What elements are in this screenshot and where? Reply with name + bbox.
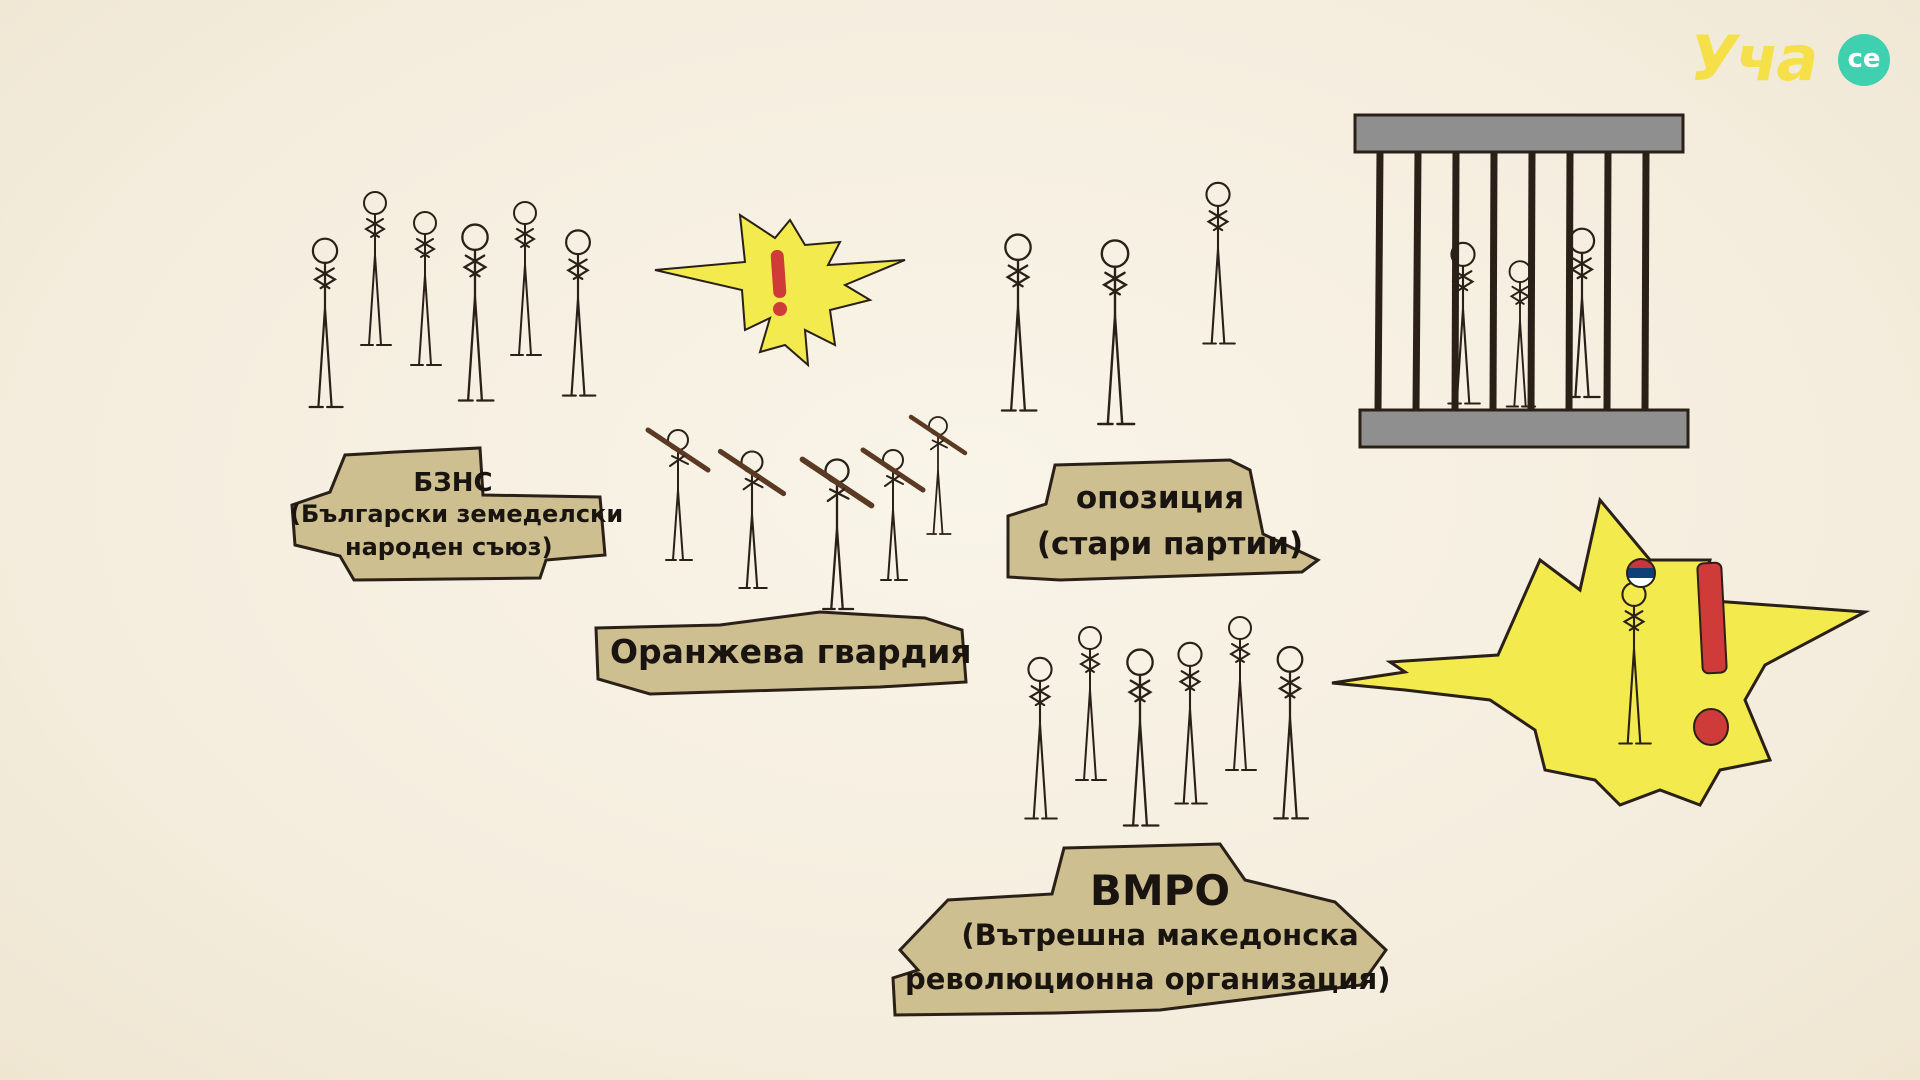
logo-badge: се (1838, 34, 1890, 86)
bzns-figures (308, 191, 597, 409)
opposition-figures (1000, 181, 1236, 426)
vmro-figures (1024, 616, 1310, 827)
vmro-fullname-line2: революционна организация) (905, 962, 1391, 996)
opposition-subtitle: (стари партии) (1036, 526, 1304, 562)
conflict-burst-icon (654, 213, 906, 368)
orange-guard-label: Оранжева гвардия (610, 632, 972, 671)
vmro-fullname-line1: (Вътрешна македонска (961, 918, 1359, 952)
opposition-label: опозиция (1075, 480, 1245, 516)
serbian-flag-badge-icon (1626, 558, 1656, 588)
logo-wordmark: Уча (1690, 22, 1818, 95)
orange-guard-soldiers (648, 417, 965, 609)
vmro-threat-burst-icon (1331, 496, 1871, 807)
ucha-se-logo[interactable]: Уча се (1690, 22, 1900, 106)
vmro-abbr-label: ВМРО (1089, 866, 1231, 915)
bzns-abbr-label: БЗНС (413, 468, 493, 498)
bzns-fullname-line2: народен съюз) (345, 533, 553, 561)
jail-cage-icon (1353, 113, 1690, 449)
plaque-backgrounds (290, 446, 1388, 1017)
bzns-fullname-line1: (Български земеделски (290, 500, 624, 528)
